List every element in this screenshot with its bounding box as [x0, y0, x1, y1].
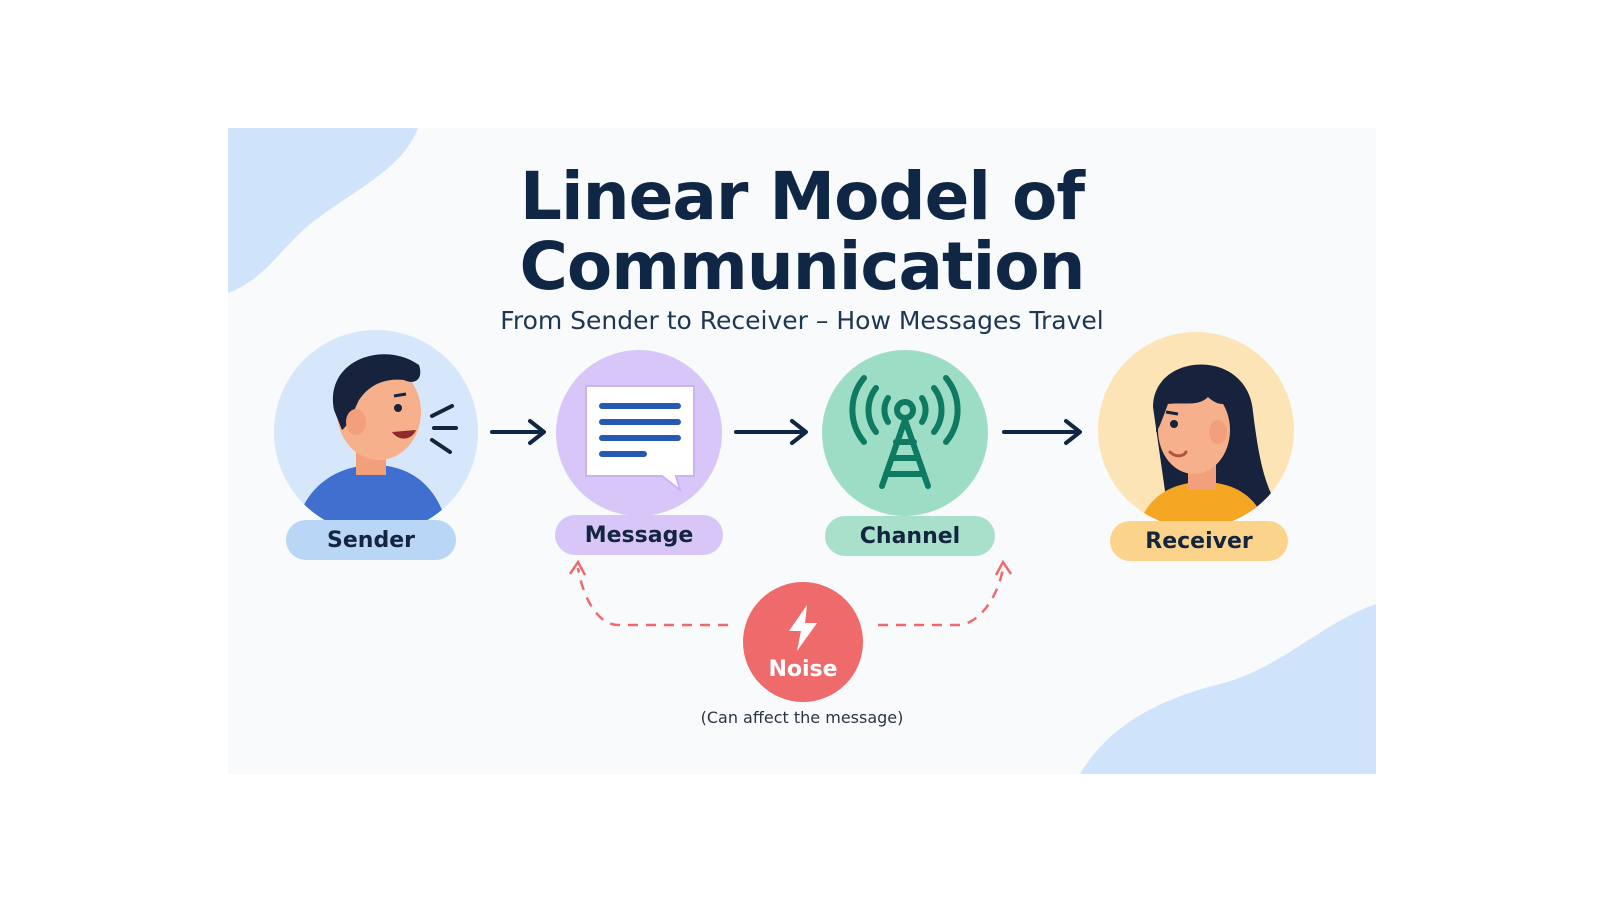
speaking-man-icon — [294, 354, 458, 534]
channel-label: Channel — [825, 516, 995, 556]
noise-node: Noise — [743, 582, 863, 702]
lightning-bolt-icon — [789, 604, 817, 651]
diagram-slide: Linear Model of Communication From Sende… — [228, 128, 1376, 774]
message-label: Message — [555, 515, 723, 555]
message-bubble-icon — [585, 385, 695, 493]
broadcast-tower-icon — [849, 375, 961, 489]
noise-label: Noise — [768, 656, 838, 682]
title-line-2: Communication — [519, 228, 1085, 305]
arrow-right-icon — [490, 419, 546, 445]
decorative-blob-bottom-right — [1080, 604, 1376, 774]
receiver-label: Receiver — [1110, 521, 1288, 561]
page-title: Linear Model of Communication — [228, 162, 1376, 302]
page-subtitle: From Sender to Receiver – How Messages T… — [500, 306, 1104, 335]
noise-arrow-to-message — [576, 567, 728, 627]
decorative-blob-top-left — [228, 128, 418, 293]
arrow-right-icon — [1002, 419, 1082, 445]
sender-label: Sender — [286, 520, 456, 560]
title-line-1: Linear Model of — [519, 158, 1085, 235]
message-node — [556, 350, 722, 516]
channel-node — [822, 350, 988, 516]
listening-woman-icon — [1138, 364, 1278, 528]
arrow-right-icon — [734, 419, 808, 445]
noise-note: (Can affect the message) — [700, 708, 904, 727]
receiver-node — [1098, 332, 1294, 528]
noise-arrow-to-channel — [878, 567, 1005, 627]
sender-node — [274, 330, 478, 534]
